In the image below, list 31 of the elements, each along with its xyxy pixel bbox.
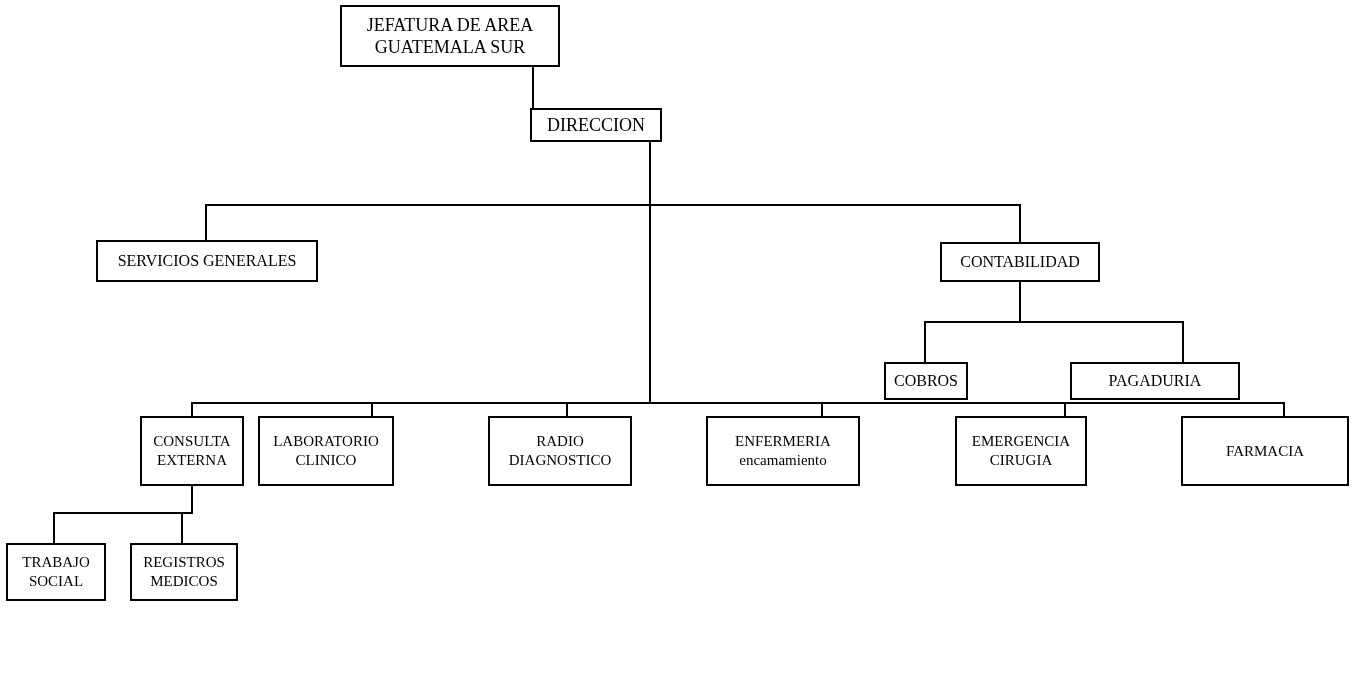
box-label: CONTABILIDAD [960,252,1080,272]
box-label: SERVICIOS GENERALES [117,251,297,271]
org-box [955,416,1087,486]
box-label: ENFERMERIA encamamiento [734,432,832,470]
org-box [940,242,1100,282]
box-label: FARMACIA [1225,441,1305,461]
box-label: DIRECCION [547,113,645,137]
org-box [130,543,238,601]
org-box [140,416,244,486]
box-label: COBROS [894,371,958,391]
org-box [1181,416,1349,486]
box-label: LABORATORIO CLINICO [272,432,380,470]
box-label: REGISTROS MEDICOS [142,553,226,591]
connector-line [532,66,534,109]
org-box [340,5,560,67]
org-box [530,108,662,142]
box-label: CONSULTA EXTERNA [152,432,232,470]
box-label: EMERGENCIA CIRUGIA [970,432,1072,470]
connector-line [181,485,193,544]
connector-line [1019,281,1184,363]
org-box [96,240,318,282]
box-label: JEFATURA DE AREA GUATEMALA SUR [365,13,535,59]
org-box [884,362,968,400]
org-box [488,416,632,486]
org-box [258,416,394,486]
box-label: RADIO DIAGNOSTICO [507,432,613,470]
org-box [1070,362,1240,400]
org-box [6,543,106,601]
org-box [706,416,860,486]
box-label: PAGADURIA [1108,371,1202,391]
box-label: TRABAJO SOCIAL [21,553,91,591]
